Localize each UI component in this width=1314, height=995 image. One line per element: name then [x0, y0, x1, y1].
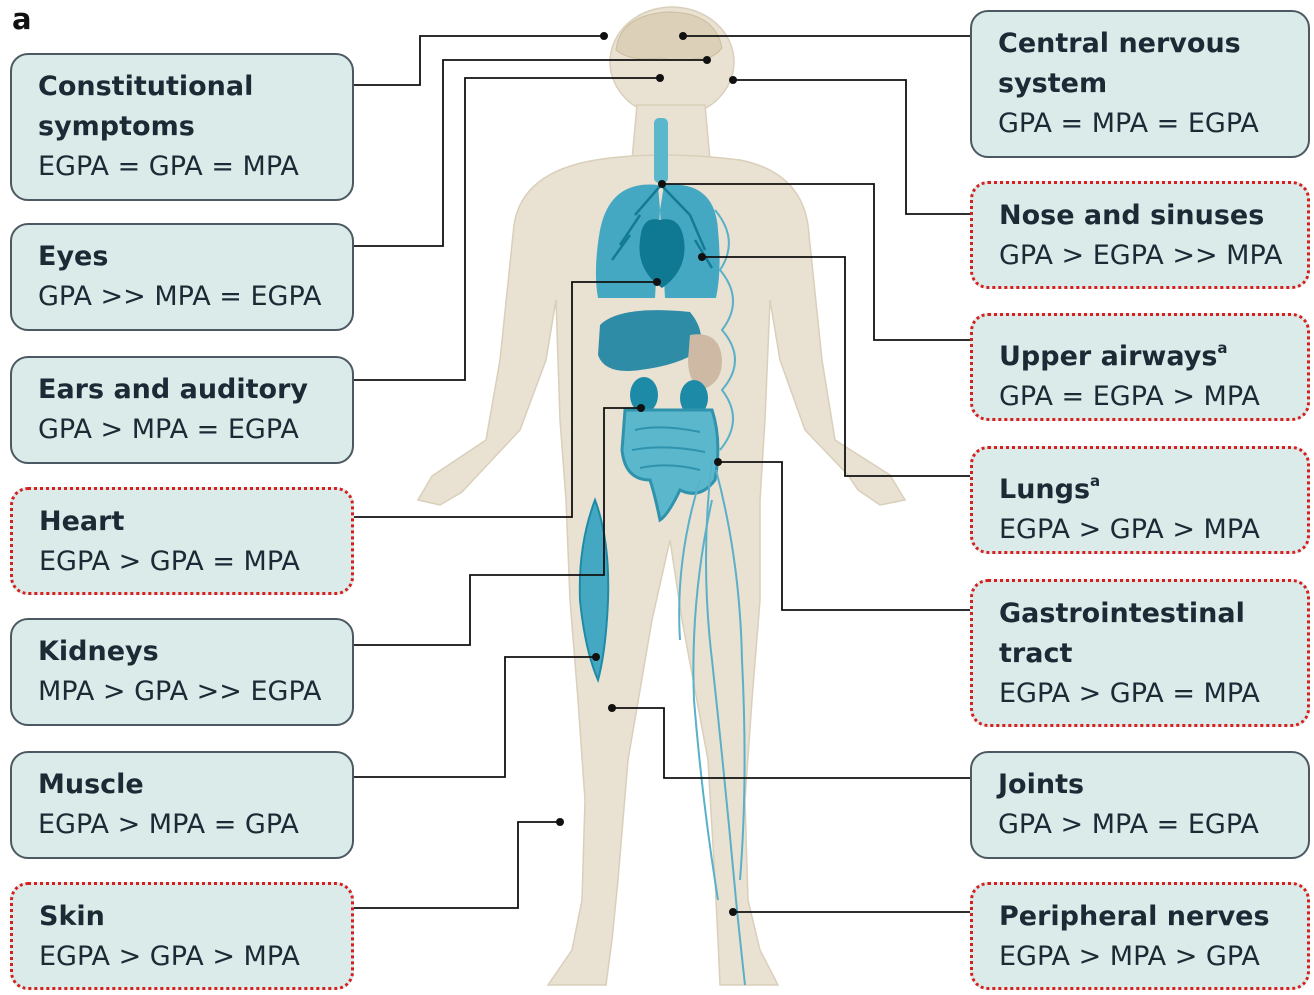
box-ranking: GPA > MPA = EGPA [38, 410, 340, 450]
ears-auditory-box: Ears and auditory GPA > MPA = EGPA [10, 356, 354, 464]
footnote-marker: a [1090, 472, 1100, 490]
box-title: Heart [39, 502, 339, 542]
box-ranking: EGPA = GPA = MPA [38, 147, 340, 187]
box-ranking: GPA = EGPA > MPA [999, 377, 1295, 417]
central-nervous-system-box: Central nervous system GPA = MPA = EGPA [970, 10, 1310, 158]
box-title: Upper airwaysa [999, 328, 1295, 377]
box-title: Peripheral nerves [999, 897, 1295, 937]
gastrointestinal-tract-box: Gastrointestinal tract EGPA > GPA = MPA [970, 579, 1310, 727]
upper-airways-box: Upper airwaysa GPA = EGPA > MPA [970, 313, 1310, 421]
panel-label: a [12, 2, 32, 36]
box-title: Skin [39, 897, 339, 937]
box-title: Muscle [38, 765, 340, 805]
box-title: Gastrointestinal tract [999, 594, 1295, 674]
footnote-marker: a [1217, 339, 1227, 357]
box-ranking: GPA = MPA = EGPA [998, 104, 1296, 144]
title-text: Upper airways [999, 341, 1217, 372]
constitutional-symptoms-box: Constitutional symptoms EGPA = GPA = MPA [10, 53, 354, 201]
box-title: Central nervous system [998, 24, 1296, 104]
box-ranking: EGPA > GPA > MPA [999, 510, 1295, 550]
box-ranking: MPA > GPA >> EGPA [38, 672, 340, 712]
nose-sinuses-box: Nose and sinuses GPA > EGPA >> MPA [970, 181, 1310, 289]
box-ranking: EGPA > MPA = GPA [38, 805, 340, 845]
heart-box: Heart EGPA > GPA = MPA [10, 487, 354, 595]
box-ranking: GPA > EGPA >> MPA [999, 236, 1295, 276]
box-ranking: EGPA > GPA > MPA [39, 937, 339, 977]
box-title: Lungsa [999, 461, 1295, 510]
box-title: Eyes [38, 237, 340, 277]
box-ranking: EGPA > MPA > GPA [999, 937, 1295, 977]
box-title: Joints [998, 765, 1296, 805]
box-title: Ears and auditory [38, 370, 340, 410]
box-title: Nose and sinuses [999, 196, 1295, 236]
box-title: Constitutional symptoms [38, 67, 340, 147]
box-title: Kidneys [38, 632, 340, 672]
kidneys-box: Kidneys MPA > GPA >> EGPA [10, 618, 354, 726]
peripheral-nerves-box: Peripheral nerves EGPA > MPA > GPA [970, 882, 1310, 990]
title-text: Lungs [999, 474, 1090, 505]
box-ranking: EGPA > GPA = MPA [39, 542, 339, 582]
trachea [654, 118, 668, 183]
muscle-box: Muscle EGPA > MPA = GPA [10, 751, 354, 859]
lungs-box: Lungsa EGPA > GPA > MPA [970, 446, 1310, 554]
box-ranking: EGPA > GPA = MPA [999, 674, 1295, 714]
box-ranking: GPA > MPA = EGPA [998, 805, 1296, 845]
box-ranking: GPA >> MPA = EGPA [38, 277, 340, 317]
skin-box: Skin EGPA > GPA > MPA [10, 882, 354, 990]
joints-box: Joints GPA > MPA = EGPA [970, 751, 1310, 859]
eyes-box: Eyes GPA >> MPA = EGPA [10, 223, 354, 331]
